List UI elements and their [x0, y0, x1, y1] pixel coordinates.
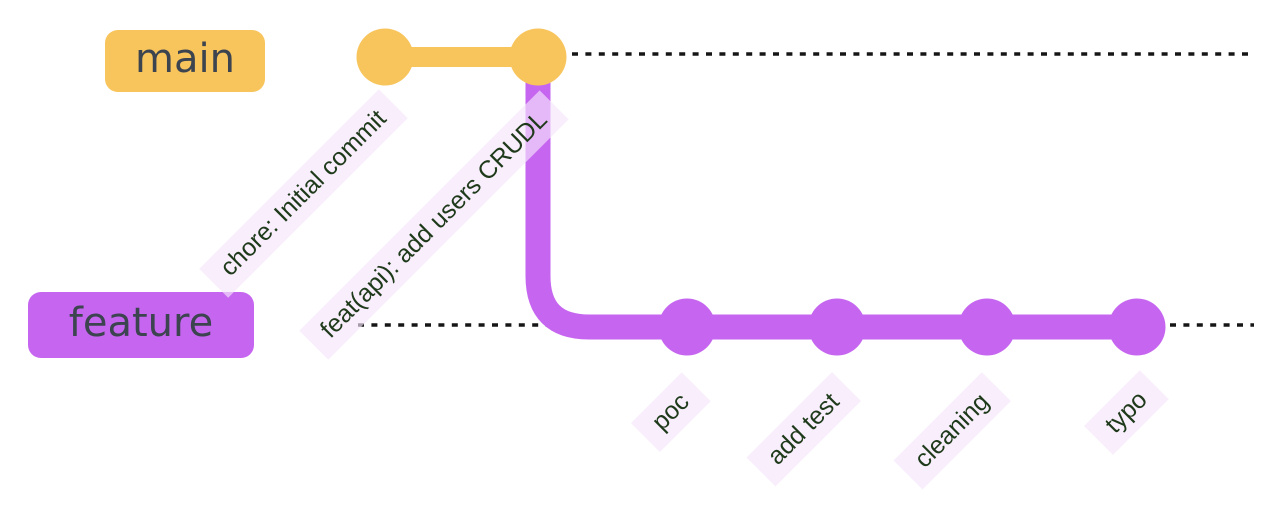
commit-dot-feature-add-test[interactable] — [808, 298, 866, 356]
feature-branch-line — [525, 60, 1137, 340]
commit-dot-main-crudl[interactable] — [509, 28, 567, 86]
commit-dot-feature-cleaning[interactable] — [958, 298, 1016, 356]
commit-dot-feature-typo[interactable] — [1108, 298, 1166, 356]
commit-dot-feature-poc[interactable] — [658, 298, 716, 356]
commit-dot-main-initial[interactable] — [356, 28, 414, 86]
branch-label-main[interactable]: main — [105, 30, 265, 92]
branch-label-feature[interactable]: feature — [28, 292, 254, 358]
